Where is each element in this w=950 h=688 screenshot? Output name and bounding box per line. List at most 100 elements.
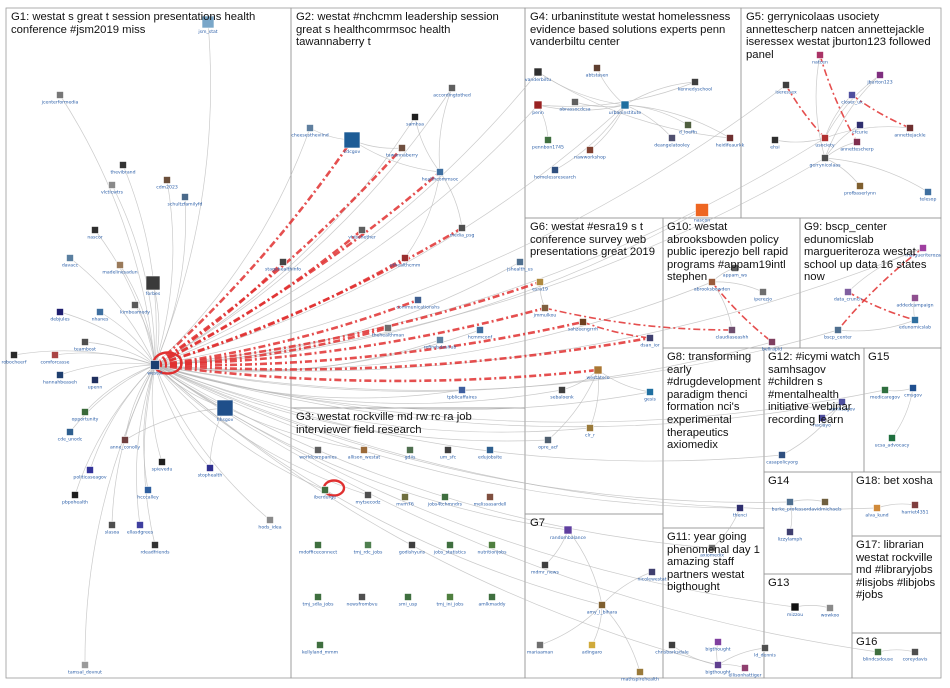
- node-mytsecode[interactable]: mytsecodz: [356, 491, 381, 506]
- node-comforca[interactable]: comforcasse: [41, 351, 70, 366]
- node-stagehealth[interactable]: stagehealthinfo: [265, 258, 301, 273]
- node-penn[interactable]: penn: [532, 100, 544, 116]
- node-sebaloenk[interactable]: sebaloenk: [550, 386, 574, 401]
- node-tmj_rdc[interactable]: tmj_rdc_jobs: [354, 541, 383, 556]
- node-politicaseagovs[interactable]: politicaseagov: [73, 466, 107, 481]
- node-davacc[interactable]: davacc: [62, 254, 79, 269]
- node-kellyland[interactable]: kellyland_mmm: [302, 641, 339, 656]
- node-iberdurge[interactable]: iberdurge: [314, 486, 336, 501]
- node-haciayo[interactable]: haciayo: [813, 414, 831, 429]
- node-rdeadfriends[interactable]: rdeadfriends: [140, 541, 170, 556]
- node-slasoa[interactable]: slasoa: [105, 521, 120, 536]
- node-dsan_ior[interactable]: dsan_ior: [640, 334, 660, 349]
- node-heidi[interactable]: heidifeaurkk: [716, 134, 745, 149]
- node-clr_r[interactable]: clr_r: [585, 424, 595, 439]
- node-uthealthcmm[interactable]: uthealthcmm: [390, 254, 421, 269]
- node-addedcampaign[interactable]: addedcampaign: [896, 294, 934, 309]
- node-thevibrand[interactable]: thevibrand: [111, 161, 136, 176]
- node-medicaregov[interactable]: medicaregov: [870, 386, 900, 401]
- node-melissa[interactable]: melissasardell: [474, 493, 507, 508]
- node-lbrl[interactable]: lizzylamph: [778, 528, 803, 543]
- node-urbaninstitute[interactable]: urbaninstitute: [609, 100, 642, 116]
- node-natcen[interactable]: natcen: [812, 51, 828, 66]
- node-cde[interactable]: cde_unodc: [58, 428, 83, 443]
- node-kennedy[interactable]: kennedyschool: [678, 78, 712, 93]
- node-mdmr_news[interactable]: mdmr_news: [531, 561, 560, 576]
- node-allison_westat[interactable]: allison_westat: [348, 446, 381, 461]
- node-bigthought[interactable]: bigthought: [705, 661, 731, 676]
- node-westatsco[interactable]: westatsco: [586, 365, 610, 381]
- node-pd_dennis[interactable]: ld_dennis: [754, 644, 776, 659]
- node-closer_uk[interactable]: closer_uk: [841, 91, 863, 106]
- node-abrooks[interactable]: abrooksbowden: [694, 278, 730, 293]
- node-marguerite[interactable]: margueriteroza: [905, 244, 941, 259]
- node-nutritionjobs[interactable]: nutritionjobs: [478, 541, 508, 556]
- node-bscp_center[interactable]: bscp_center: [824, 326, 852, 341]
- node-esra[interactable]: esra19: [532, 278, 548, 293]
- node-tpblicaffairs[interactable]: tpblicaffaires: [447, 386, 477, 401]
- node-usociety[interactable]: usociety: [815, 134, 835, 149]
- node-abrassoc[interactable]: abrassocdcsa: [559, 98, 591, 113]
- node-alva_kund[interactable]: alva_kund: [865, 504, 889, 519]
- node-pbphealth[interactable]: pbpohealth: [62, 491, 88, 506]
- node-ucsa[interactable]: ucsa_advocacy: [875, 434, 910, 449]
- node-gerrynicolaas[interactable]: gerrynicolaas: [810, 154, 842, 169]
- node-iseressex[interactable]: iseressex: [775, 81, 797, 96]
- node-chrisbarks[interactable]: chrisbarksdale: [655, 641, 689, 656]
- node-mizzou[interactable]: mizzou: [787, 602, 803, 618]
- node-schultz[interactable]: schultzfamilyfd: [168, 193, 203, 208]
- node-smi_usp[interactable]: smi_usp: [399, 593, 418, 608]
- node-jobs4tchmndrs[interactable]: jobs4tchmndrs: [427, 493, 463, 508]
- node-appam[interactable]: appam_ws: [723, 264, 748, 279]
- node-worldcomp[interactable]: worldcompanies: [299, 446, 337, 461]
- node-bellrapid[interactable]: bellrapid: [762, 338, 782, 353]
- node-ellasdgrees[interactable]: ellasdgrees: [127, 521, 154, 536]
- node-cdmsocial[interactable]: cdm2023: [156, 176, 178, 191]
- node-opre_acf[interactable]: opre_acf: [538, 436, 558, 451]
- node-tawannaberry[interactable]: tawannaberry: [386, 144, 418, 159]
- node-sahzeen[interactable]: sahzeengrrrh: [568, 318, 598, 333]
- node-axiomedix[interactable]: axiomedix: [700, 544, 724, 559]
- node-mariaa[interactable]: mariaaman: [527, 641, 553, 656]
- node-hcccalley[interactable]: hcccalley: [137, 486, 159, 501]
- node-tmj_ini[interactable]: tmj_ini_jobs: [436, 593, 464, 608]
- node-forbes[interactable]: forbes: [145, 275, 161, 297]
- node-vanderbiltu[interactable]: vanderbiltu: [525, 67, 551, 83]
- node-ellisonhattiger[interactable]: ellisonhattiger: [728, 664, 762, 679]
- node-hannah[interactable]: hannahbeaseh: [43, 371, 77, 386]
- node-jburton123[interactable]: jburton123: [866, 71, 893, 86]
- node-tamsal[interactable]: tamsal_dovnut: [68, 661, 102, 676]
- node-media_psg[interactable]: media_psg: [450, 224, 475, 239]
- node-harriet[interactable]: harriet4351: [901, 501, 929, 516]
- node-telesop[interactable]: telesop: [920, 188, 937, 203]
- node-gdiis[interactable]: gdiis: [405, 446, 416, 461]
- node-godistyuns[interactable]: godishyuns: [399, 541, 426, 556]
- node-homeless[interactable]: homelessresearch: [534, 166, 576, 181]
- node-vlcticwtrs[interactable]: vlcticwtrs: [101, 181, 124, 196]
- node-data_crunch[interactable]: data_crunch: [834, 288, 862, 303]
- node-mdofficeconnect[interactable]: mdofficeconnect: [299, 541, 338, 556]
- node-mvm76[interactable]: mvm76: [396, 493, 414, 508]
- node-kimberly[interactable]: kimbeamedy: [120, 301, 150, 316]
- node-smilkmaddy[interactable]: amlkmaddy: [478, 593, 506, 608]
- node-samhsa2[interactable]: samhsa: [406, 113, 424, 128]
- node-um_sfc[interactable]: um_sfc: [440, 446, 457, 461]
- node-refind[interactable]: refindsdeshub: [424, 336, 457, 351]
- node-pennbon[interactable]: pennbon1745: [532, 136, 564, 151]
- node-cheessaid[interactable]: cheesestheviind: [291, 124, 329, 139]
- node-randombalance[interactable]: randombalance: [550, 525, 586, 541]
- node-healthcomm[interactable]: healthcommsoc: [422, 168, 459, 183]
- node-deangelo[interactable]: deangelatooley: [654, 134, 690, 149]
- node-davidmichaels[interactable]: davidmichaels: [808, 498, 842, 513]
- node-gesis[interactable]: gesis: [644, 388, 657, 403]
- node-nicolewest[interactable]: nicolewestat: [637, 568, 667, 583]
- node-acco[interactable]: accordingtothed: [433, 84, 471, 99]
- node-newsfromby[interactable]: newsfrombvu: [346, 593, 378, 608]
- node-tmj_sda[interactable]: tmj_sdla_jobs: [303, 593, 335, 608]
- node-nhanes[interactable]: nhanes: [92, 308, 109, 323]
- node-jshealth[interactable]: jshealth_us: [506, 258, 534, 273]
- node-jcenterformedia[interactable]: jcenterformedia: [41, 91, 79, 106]
- node-upenn[interactable]: upenn: [88, 376, 103, 391]
- node-madelineuri[interactable]: madelinesadun: [102, 261, 138, 276]
- node-hhsgov[interactable]: hhsgov: [217, 399, 234, 423]
